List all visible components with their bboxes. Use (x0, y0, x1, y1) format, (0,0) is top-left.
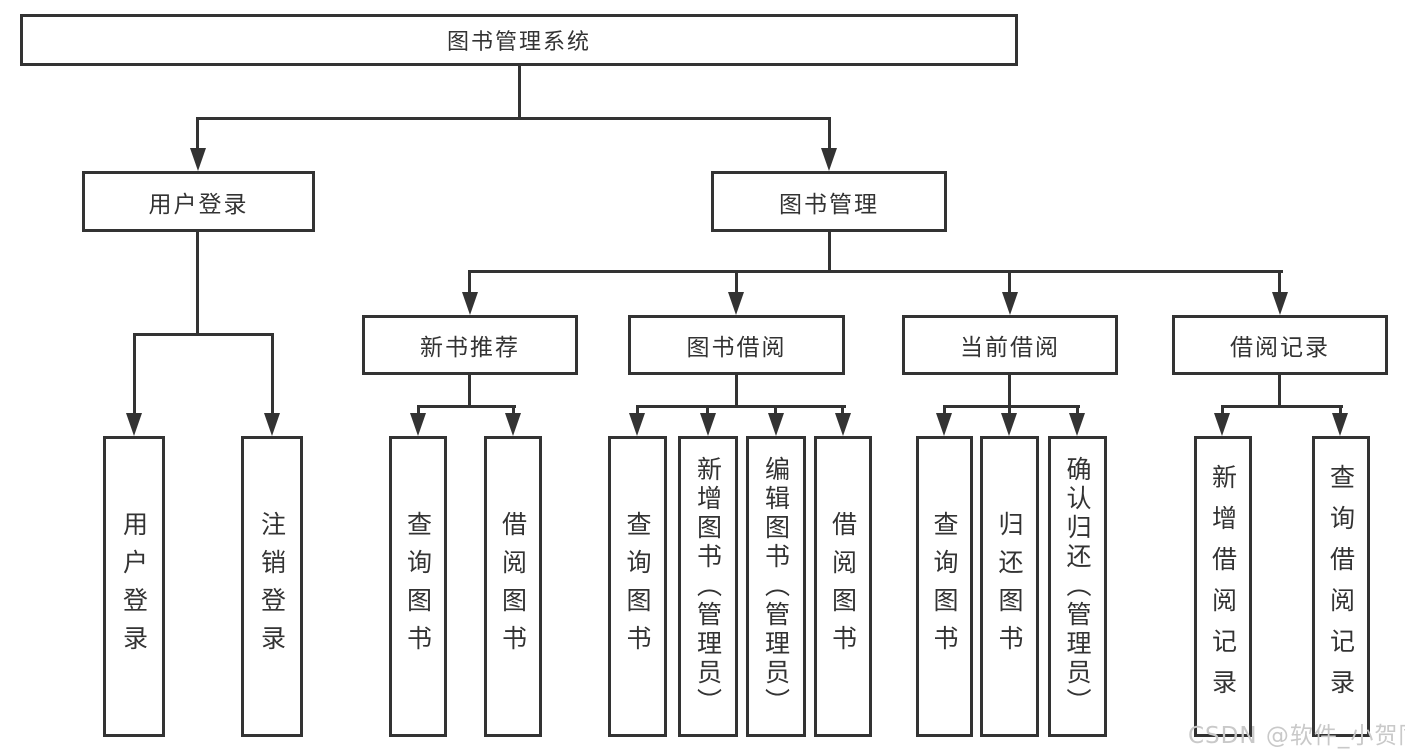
connector-root-stem (518, 66, 521, 118)
arrow-down-icon (126, 413, 142, 436)
arrow-down-icon (835, 413, 851, 436)
connector-drop (1339, 405, 1342, 417)
connector-stem (735, 375, 738, 408)
connector-branch (1222, 405, 1343, 408)
arrow-down-icon (462, 292, 478, 315)
arrow-down-icon (1272, 292, 1288, 315)
leaf-borrow-books: 借阅图书 (814, 436, 872, 737)
arrow-down-icon (1069, 413, 1085, 436)
connector-stem (468, 375, 471, 408)
arrow-down-icon (1332, 413, 1348, 436)
arrow-down-icon (1002, 292, 1018, 315)
node-book-management: 图书管理 (711, 171, 947, 232)
node-book-management-system: 图书管理系统 (20, 14, 1018, 66)
connector-branch (133, 333, 274, 336)
arrow-down-icon (264, 413, 280, 436)
connector-branch (637, 405, 846, 408)
leaf-add-books-admin: 新增图书（管理员） (678, 436, 738, 737)
connector-drop (706, 405, 709, 417)
node-borrowing-records: 借阅记录 (1172, 315, 1388, 375)
arrow-down-icon (700, 413, 716, 436)
connector-drop (943, 405, 946, 417)
leaf-query-books-recommend: 查询图书 (389, 436, 447, 737)
leaf-query-books-current: 查询图书 (916, 436, 973, 737)
connector-drop (1076, 405, 1079, 417)
leaf-query-borrow-record: 查询借阅记录 (1312, 436, 1370, 737)
node-user-login: 用户登录 (82, 171, 315, 232)
arrow-down-icon (1001, 413, 1017, 436)
leaf-add-borrow-record: 新增借阅记录 (1194, 436, 1252, 737)
arrow-down-icon (629, 413, 645, 436)
connector-branch (470, 270, 1283, 273)
connector-stem (196, 232, 199, 336)
connector-branch (418, 405, 516, 408)
leaf-logout: 注销登录 (241, 436, 303, 737)
arrow-down-icon (410, 413, 426, 436)
arrow-down-icon (505, 413, 521, 436)
arrow-down-icon (821, 148, 837, 171)
arrow-down-icon (190, 148, 206, 171)
connector-stem (1278, 375, 1281, 408)
arrow-down-icon (768, 413, 784, 436)
connector-drop (828, 117, 831, 150)
connector-drop (512, 405, 515, 417)
connector-drop (841, 405, 844, 417)
connector-root-branch (197, 117, 831, 120)
leaf-user-login: 用户登录 (103, 436, 165, 737)
connector-drop (774, 405, 777, 417)
arrow-down-icon (936, 413, 952, 436)
connector-stem (828, 232, 831, 272)
csdn-watermark: CSDN @软件_小贺同学 (1188, 723, 1405, 749)
leaf-borrow-books-recommend: 借阅图书 (484, 436, 542, 737)
connector-drop (735, 270, 738, 294)
connector-stem (1008, 375, 1011, 408)
connector-drop (196, 117, 199, 150)
arrow-down-icon (728, 292, 744, 315)
leaf-edit-books-admin: 编辑图书（管理员） (746, 436, 806, 737)
connector-drop (1278, 270, 1281, 294)
connector-drop (271, 333, 274, 415)
connector-drop (636, 405, 639, 417)
connector-drop (417, 405, 420, 417)
arrow-down-icon (1214, 413, 1230, 436)
connector-drop (468, 270, 471, 294)
leaf-return-books: 归还图书 (980, 436, 1039, 737)
connector-drop (1008, 270, 1011, 294)
node-book-borrowing: 图书借阅 (628, 315, 845, 375)
leaf-confirm-return-admin: 确认归还（管理员） (1048, 436, 1107, 737)
connector-drop (1221, 405, 1224, 417)
connector-branch (944, 405, 1080, 408)
node-new-book-recommend: 新书推荐 (362, 315, 578, 375)
leaf-query-books-borrowing: 查询图书 (608, 436, 667, 737)
node-current-borrowing: 当前借阅 (902, 315, 1118, 375)
connector-drop (133, 333, 136, 415)
connector-drop (1008, 405, 1011, 417)
